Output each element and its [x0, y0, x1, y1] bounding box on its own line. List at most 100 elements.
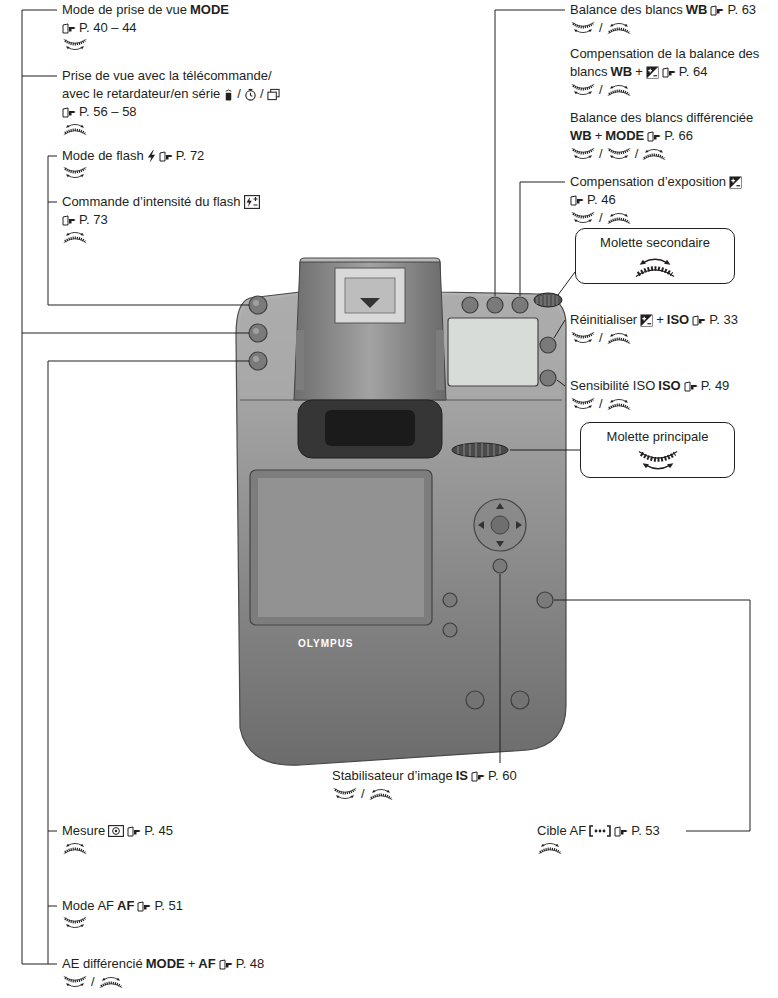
- main-icon: [332, 787, 358, 801]
- expcomp-icon: [729, 176, 742, 189]
- main-icon: [64, 976, 87, 986]
- callout-label: /: [91, 974, 95, 990]
- sub-icon: [643, 149, 666, 159]
- callout-label: AE différencié: [62, 956, 143, 972]
- flash-icon: [147, 150, 156, 163]
- callout-label: Balance des blancs différenciée: [570, 110, 753, 126]
- ref-icon: [685, 382, 698, 391]
- callout-label: Mode de prise de vue: [62, 2, 187, 18]
- callout-label: P. 51: [154, 898, 183, 914]
- dial-name: Molette principale: [591, 429, 724, 445]
- ref-icon: [137, 901, 151, 912]
- dial-icon: [633, 255, 677, 279]
- ref-icon: [647, 131, 661, 142]
- callout-label: +: [188, 956, 196, 972]
- main-icon: [572, 148, 595, 158]
- ref-icon: [472, 772, 485, 781]
- callout-label: P. 48: [236, 956, 265, 972]
- sub-icon: [607, 399, 630, 409]
- main-icon: [334, 788, 357, 798]
- callout-label: ISO: [667, 312, 689, 328]
- sub-icon: [607, 85, 630, 95]
- ref-icon: [220, 960, 233, 969]
- ref-icon: [63, 216, 76, 225]
- callout-label: P. 64: [679, 64, 708, 80]
- callout-label: P. 60: [488, 768, 517, 784]
- label-row: Prise de vue avec la télécommande/: [62, 68, 272, 84]
- callout-label: MODE: [190, 2, 229, 18]
- ref-icon: [62, 215, 76, 226]
- callout-label: /: [635, 146, 639, 162]
- dial-name: Molette secondaire: [586, 235, 724, 251]
- top-controls: [448, 293, 562, 386]
- dial-box: Molette principale: [580, 422, 735, 478]
- main-icon: [62, 916, 88, 930]
- label-row: [537, 841, 563, 855]
- ref-icon: [219, 959, 233, 970]
- ref-icon: [684, 381, 698, 392]
- sub-icon: [606, 21, 632, 35]
- seq-icon: [267, 88, 280, 101]
- label-row: [62, 841, 88, 855]
- label-row: Mode de flashP. 72: [62, 148, 204, 164]
- callout-label: /: [599, 146, 603, 162]
- main-icon: [64, 167, 87, 177]
- callout-label: /: [237, 86, 241, 102]
- callout-label: P. 53: [631, 823, 660, 839]
- label-row: [62, 230, 88, 244]
- expcomp-icon: [646, 66, 658, 78]
- label-row: /: [570, 210, 632, 226]
- callout-label: Mode AF: [62, 898, 114, 914]
- rear-controls: [250, 400, 553, 709]
- ref-icon: [693, 316, 706, 325]
- label-row: [62, 916, 88, 930]
- label-row: [62, 38, 88, 52]
- callout-label: WB: [570, 128, 592, 144]
- label-row: Balance des blancs différenciée: [570, 110, 753, 126]
- dial-icon: [636, 449, 680, 473]
- callout-label: Cible AF: [537, 823, 586, 839]
- brand-label: OLYMPUS: [298, 636, 354, 652]
- callout-label: /: [599, 82, 603, 98]
- ref-icon: [63, 24, 76, 33]
- label-row: Cible AF P. 53: [537, 823, 660, 839]
- ref-icon: [614, 826, 628, 837]
- expcomp-icon: [641, 314, 653, 326]
- sub-icon: [62, 841, 88, 855]
- callout-label: WB: [611, 64, 633, 80]
- flashcomp-icon: [244, 196, 259, 209]
- label-row: Compensation d’exposition: [570, 174, 742, 190]
- sub-icon: [64, 124, 87, 134]
- callout-label: /: [599, 330, 603, 346]
- sub-icon: [641, 147, 667, 161]
- sub-icon: [369, 789, 392, 799]
- callout-label: Stabilisateur d’image: [332, 768, 453, 784]
- ref-icon: [471, 771, 485, 782]
- timer-icon: [244, 88, 257, 101]
- sub-icon: [607, 23, 630, 33]
- ref-icon: [648, 132, 661, 141]
- sub-icon: [62, 122, 88, 136]
- main-icon: [62, 38, 88, 52]
- expcomp-icon: [646, 66, 659, 79]
- callout-label: P. 33: [709, 312, 738, 328]
- sub-icon: [607, 333, 630, 343]
- callout-label: Compensation d’exposition: [570, 174, 726, 190]
- label-row: Compensation de la balance des: [570, 46, 759, 62]
- label-row: P. 56 – 58: [62, 104, 137, 120]
- main-icon: [607, 148, 630, 158]
- callout-label: P. 63: [727, 2, 756, 18]
- callout-label: WB: [686, 2, 708, 18]
- label-row: Sensibilité ISOISOP. 49: [570, 378, 729, 394]
- remote-icon: [226, 89, 232, 100]
- ref-icon: [663, 68, 676, 77]
- camera-body: [236, 258, 566, 765]
- label-row: OLYMPUS: [298, 636, 354, 652]
- label-row: /: [62, 974, 124, 990]
- main-icon: [570, 211, 596, 225]
- callout-label: +: [595, 128, 603, 144]
- ref-icon: [127, 826, 141, 837]
- callout-label: P. 45: [144, 823, 173, 839]
- dial-icon: [638, 451, 676, 468]
- ref-icon: [160, 152, 173, 161]
